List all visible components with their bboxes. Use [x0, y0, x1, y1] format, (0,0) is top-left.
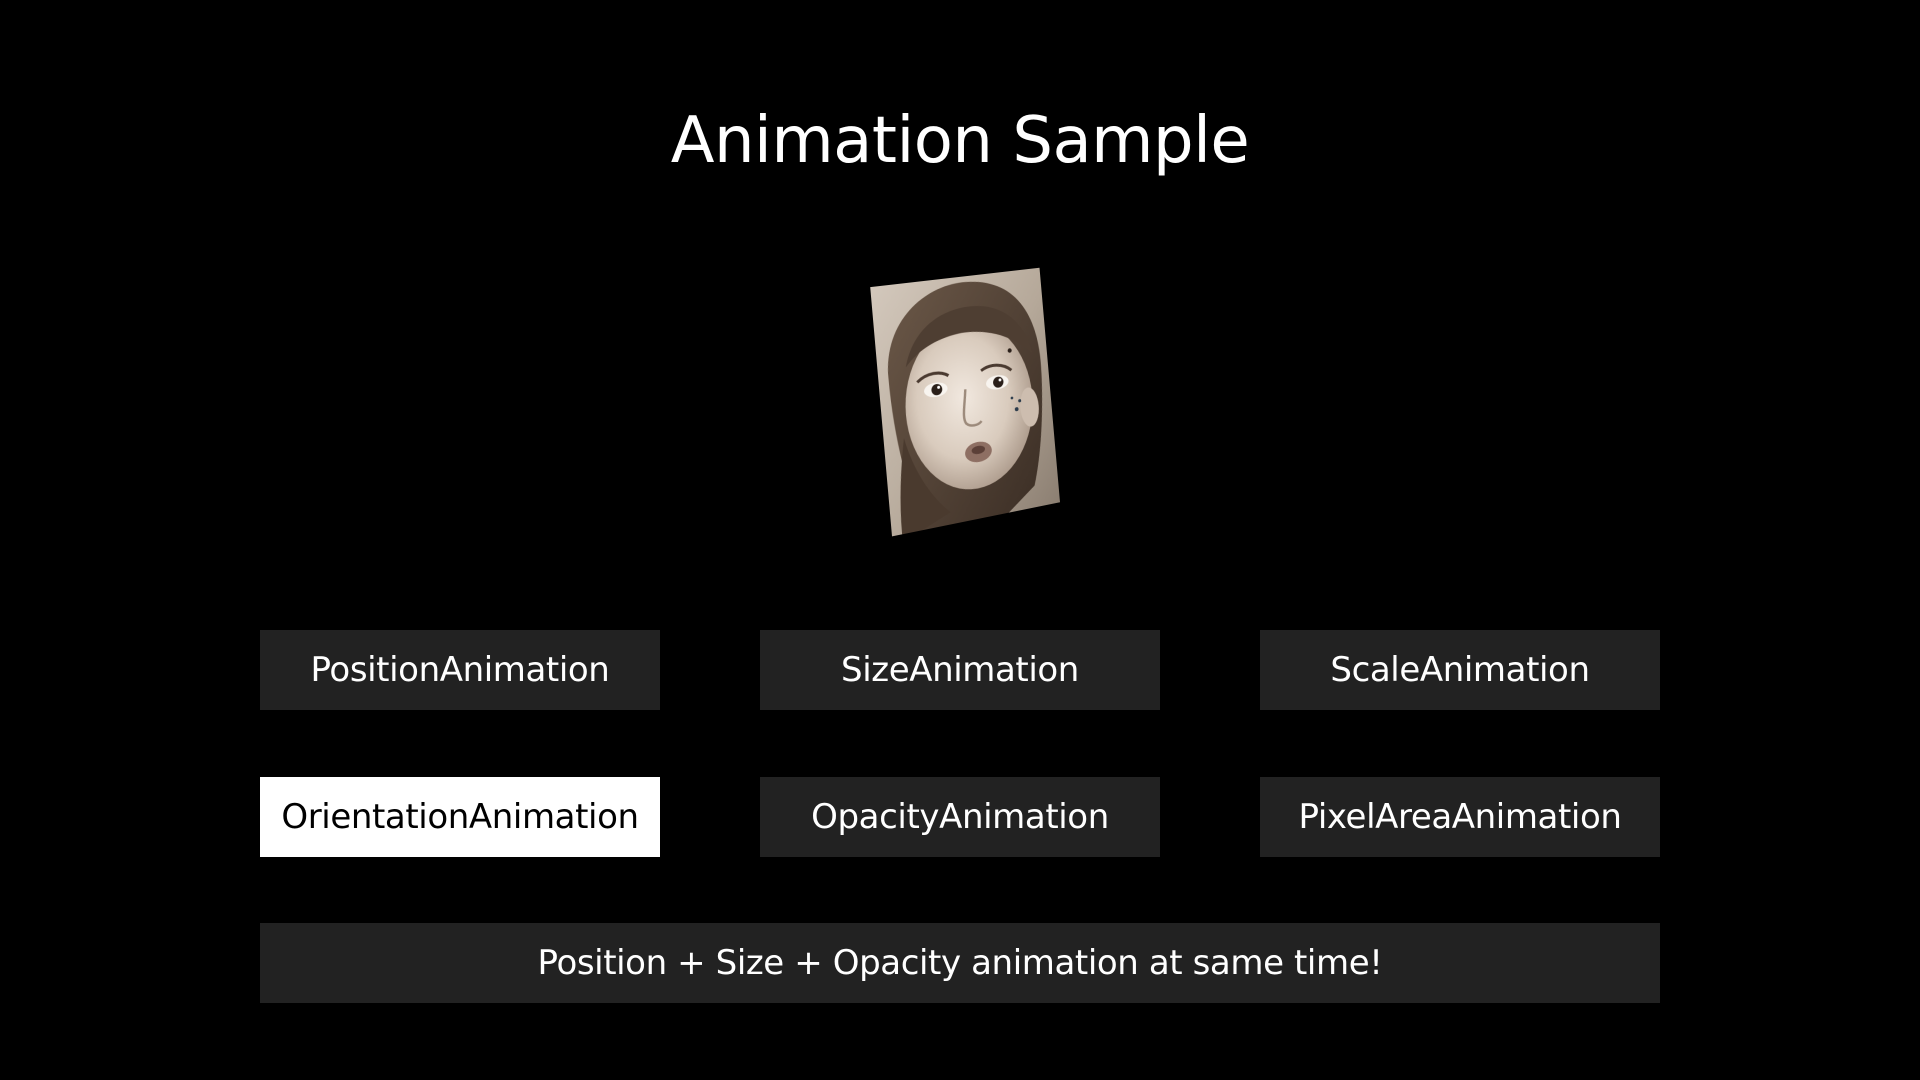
- animated-image-container: [860, 265, 1070, 530]
- position-animation-button[interactable]: PositionAnimation: [260, 630, 660, 710]
- size-animation-button[interactable]: SizeAnimation: [760, 630, 1160, 710]
- scale-animation-button[interactable]: ScaleAnimation: [1260, 630, 1660, 710]
- pixel-area-animation-button[interactable]: PixelAreaAnimation: [1260, 777, 1660, 857]
- combined-animation-button[interactable]: Position + Size + Opacity animation at s…: [260, 923, 1660, 1003]
- orientation-animation-button[interactable]: OrientationAnimation: [260, 777, 660, 857]
- page-title: Animation Sample: [0, 96, 1920, 186]
- child-face-photo: [870, 268, 1060, 537]
- child-face-illustration: [870, 268, 1060, 537]
- opacity-animation-button[interactable]: OpacityAnimation: [760, 777, 1160, 857]
